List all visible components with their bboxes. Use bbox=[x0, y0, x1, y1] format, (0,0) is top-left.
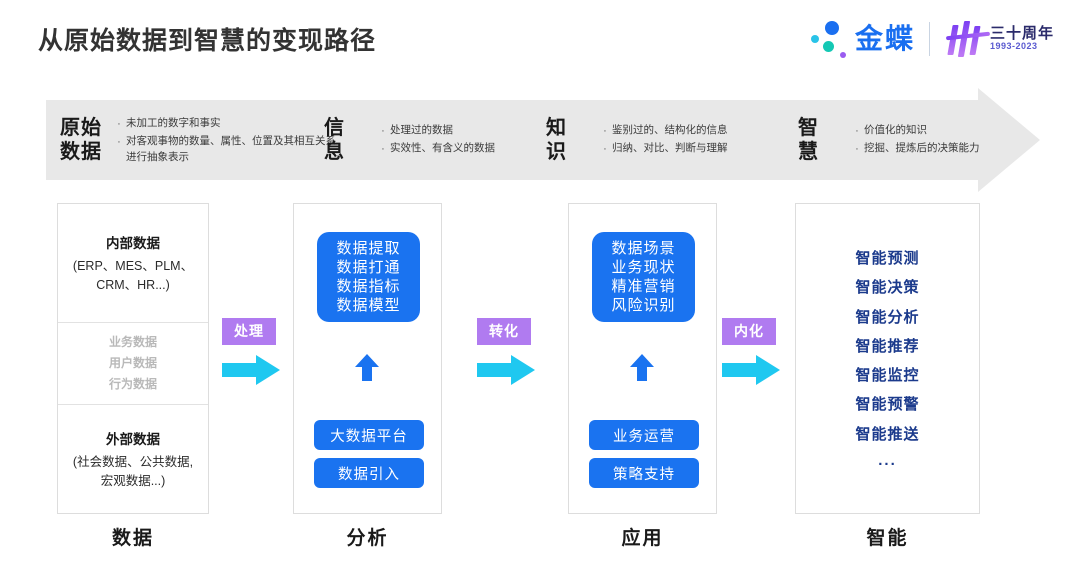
intelligence-capability-list: 智能预测 智能决策 智能分析 智能推荐 智能监控 智能预警 智能推送 ... bbox=[796, 204, 979, 513]
bullet-marker: · bbox=[855, 124, 859, 137]
data-type-list: 业务数据 用户数据 行为数据 bbox=[58, 323, 208, 405]
application-pill-2: 策略支持 bbox=[589, 458, 699, 488]
connector-internalize: 内化 bbox=[722, 318, 790, 386]
up-arrow-icon bbox=[352, 352, 382, 382]
anniversary-years: 1993-2023 bbox=[989, 41, 1038, 52]
anniversary-label: 三十周年 bbox=[989, 25, 1054, 43]
bullet-marker: · bbox=[381, 143, 385, 155]
band-bullet: · 处理过的数据 bbox=[376, 122, 495, 140]
connector-process: 处理 bbox=[222, 318, 290, 386]
list-item: 智能推荐 bbox=[855, 337, 920, 355]
column-card-application: 数据场景 业务现状 精准营销 风险识别 业务运营 策略支持 bbox=[568, 203, 717, 514]
band-bullet: · 价值化的知识 bbox=[850, 122, 980, 140]
band-stage-wisdom: 智 慧 · 价值化的知识 · 挖掘、提炼后的决策能力 bbox=[798, 100, 980, 180]
column-card-analysis: 数据提取 数据打通 数据指标 数据模型 大数据平台 数据引入 bbox=[293, 203, 442, 514]
column-card-intelligence: 智能预测 智能决策 智能分析 智能推荐 智能监控 智能预警 智能推送 ... bbox=[795, 203, 980, 514]
list-item: 智能分析 bbox=[855, 308, 920, 326]
connector-badge-label: 内化 bbox=[722, 318, 776, 345]
external-data-heading: 外部数据 bbox=[106, 432, 160, 448]
band-stage-information: 信 息 · 处理过的数据 · 实效性、有含义的数据 bbox=[324, 100, 495, 180]
external-data-block: 外部数据 (社会数据、公共数据, 宏观数据...) bbox=[58, 405, 208, 514]
list-ellipsis: ... bbox=[878, 451, 897, 469]
logo-dots-icon bbox=[807, 19, 851, 59]
connector-transform: 转化 bbox=[477, 318, 545, 386]
analysis-pill-1: 大数据平台 bbox=[314, 420, 424, 450]
right-arrow-icon bbox=[722, 354, 782, 386]
band-stage-title: 知 识 bbox=[546, 116, 567, 163]
list-item: 智能预警 bbox=[855, 396, 920, 414]
connector-badge-label: 处理 bbox=[222, 318, 276, 345]
analysis-pill-2: 数据引入 bbox=[314, 458, 424, 488]
band-stage-title: 信 息 bbox=[324, 116, 345, 163]
column-card-data: 内部数据 (ERP、MES、PLM、 CRM、HR...) 业务数据 用户数据 … bbox=[57, 203, 209, 514]
internal-data-heading: 内部数据 bbox=[106, 235, 160, 251]
list-item: 业务数据 bbox=[108, 335, 157, 349]
list-item: 行为数据 bbox=[108, 377, 157, 391]
list-item: 智能监控 bbox=[855, 367, 920, 385]
bullet-marker: · bbox=[603, 143, 607, 155]
band-bullet: · 未加工的数字和事实 bbox=[112, 115, 341, 133]
list-item: 用户数据 bbox=[108, 356, 157, 370]
analysis-main-box: 数据提取 数据打通 数据指标 数据模型 bbox=[317, 232, 420, 322]
application-main-box: 数据场景 业务现状 精准营销 风险识别 bbox=[592, 232, 695, 322]
right-arrow-icon bbox=[477, 354, 537, 386]
right-arrow-icon bbox=[222, 354, 282, 386]
band-bullet: · 挖掘、提炼后的决策能力 bbox=[850, 140, 979, 158]
bullet-marker: · bbox=[381, 124, 385, 137]
logo-divider bbox=[928, 22, 930, 56]
up-arrow-icon bbox=[627, 352, 657, 382]
band-stage-raw-data: 原始 数据 · 未加工的数字和事实 · 对客观事物的数量、属性、位置及其相互关系… bbox=[60, 100, 341, 180]
band-stage-title: 原始 数据 bbox=[60, 116, 102, 163]
bullet-marker: · bbox=[117, 135, 121, 148]
logo-brand-text: 金蝶 bbox=[854, 23, 915, 54]
kingdee-logo: 金蝶 三十周年 1993-2023 bbox=[807, 18, 1054, 60]
band-bullet: · 归纳、对比、判断与理解 bbox=[598, 140, 727, 158]
bullet-marker: · bbox=[603, 124, 607, 137]
external-data-sub: (社会数据、公共数据, 宏观数据...) bbox=[72, 455, 194, 488]
column-label-intelligence: 智能 bbox=[866, 528, 909, 549]
bullet-marker: · bbox=[855, 143, 859, 155]
column-label-analysis: 分析 bbox=[346, 528, 389, 549]
band-bullet: · 对客观事物的数量、属性、位置及其相互关系进行抽象表示 bbox=[112, 133, 341, 166]
band-stage-knowledge: 知 识 · 鉴别过的、结构化的信息 · 归纳、对比、判断与理解 bbox=[546, 100, 728, 180]
list-item: 智能推送 bbox=[855, 425, 920, 443]
column-label-data: 数据 bbox=[111, 528, 154, 549]
band-bullet: · 鉴别过的、结构化的信息 bbox=[598, 122, 727, 140]
internal-data-block: 内部数据 (ERP、MES、PLM、 CRM、HR...) bbox=[58, 204, 208, 323]
band-bullet: · 实效性、有含义的数据 bbox=[376, 140, 495, 158]
bullet-marker: · bbox=[117, 117, 121, 130]
column-label-application: 应用 bbox=[621, 528, 664, 549]
internal-data-sub: (ERP、MES、PLM、 CRM、HR...) bbox=[72, 258, 194, 292]
anniversary-mark-icon bbox=[944, 19, 991, 59]
connector-badge-label: 转化 bbox=[477, 318, 531, 345]
page-title: 从原始数据到智慧的变现路径 bbox=[38, 27, 377, 55]
list-item: 智能决策 bbox=[855, 279, 920, 297]
maturity-arrow-band: 原始 数据 · 未加工的数字和事实 · 对客观事物的数量、属性、位置及其相互关系… bbox=[46, 88, 1040, 192]
application-pill-1: 业务运营 bbox=[589, 420, 699, 450]
band-stage-title: 智 慧 bbox=[798, 116, 819, 163]
list-item: 智能预测 bbox=[855, 250, 920, 268]
